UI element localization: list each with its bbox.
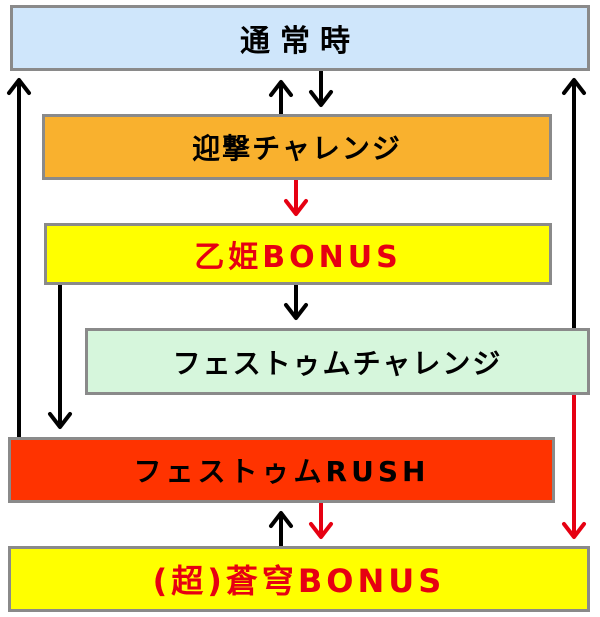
arrowhead-up [562,78,586,95]
state-otohime-bonus-box: 乙姫BONUS [44,223,552,285]
arrowhead-up [269,511,293,528]
state-festum-challenge-box: フェストゥムチャレンジ [85,328,590,395]
arrowhead-down [284,303,308,320]
arrowhead-up [269,80,293,97]
arrowhead-down [309,522,333,539]
arrowhead-down [284,199,308,216]
state-geigeki-challenge-box: 迎撃チャレンジ [42,114,552,180]
arrowhead-up [7,78,31,95]
state-normal-box: 通常時 [10,5,590,71]
arrowhead-down [309,90,333,107]
state-festum-rush-box: フェストゥムRUSH [8,437,555,503]
arrowhead-down [562,522,586,539]
arrowhead-down [48,412,72,429]
state-soukyu-bonus-box: (超)蒼穹BONUS [8,546,590,612]
